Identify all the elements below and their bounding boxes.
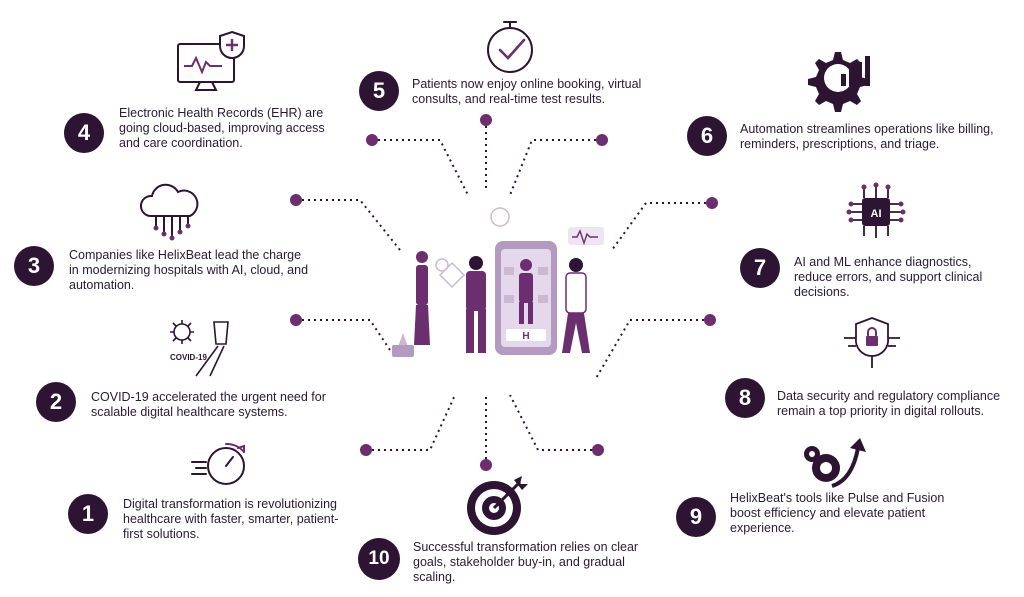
doctors-phone-illustration: H	[392, 207, 604, 357]
step-text-5: Patients now enjoy online booking, virtu…	[412, 77, 642, 106]
connector-dot	[290, 194, 302, 206]
step-badge-10: 10	[358, 538, 400, 580]
connector-dot	[360, 444, 372, 456]
phone-logo: H	[522, 331, 529, 342]
shield-lock-icon	[844, 317, 900, 368]
connector-dot	[480, 459, 492, 471]
gears-growth-icon	[804, 438, 866, 488]
ai-label: AI	[871, 208, 882, 220]
connector-dot	[592, 444, 604, 456]
step-badge-9: 9	[676, 497, 716, 537]
step-text-1: Digital transformation is revolutionizin…	[123, 497, 339, 541]
covid-label: COVID-19	[170, 353, 207, 362]
covid-test-icon: COVID-19	[170, 320, 229, 377]
step-text-2: COVID-19 accelerated the urgent need for…	[91, 390, 326, 419]
gear-chart-icon	[808, 52, 870, 112]
cloud-network-icon	[140, 183, 199, 241]
ai-chip-icon: AI	[846, 182, 906, 238]
step-badge-8: 8	[725, 378, 765, 418]
ehr-monitor-icon	[177, 30, 245, 91]
step-text-4: Electronic Health Records (EHR) are goin…	[119, 106, 325, 150]
connector-dot	[366, 134, 378, 146]
step-badge-3: 3	[14, 246, 54, 286]
step-text-8: Data security and regulatory compliance …	[777, 389, 1001, 418]
stopwatch-icon	[487, 21, 533, 73]
step-text-6: Automation streamlines operations like b…	[740, 122, 994, 151]
connector-dot	[704, 314, 716, 326]
step-badge-2: 2	[36, 382, 76, 422]
step-badge-5: 5	[359, 71, 399, 111]
connector-dot	[290, 314, 302, 326]
step-badge-6: 6	[687, 116, 727, 156]
connector-dot	[596, 134, 608, 146]
target-icon	[467, 476, 528, 535]
step-badge-1: 1	[68, 494, 108, 534]
connector-dot	[480, 114, 492, 126]
connector-dot	[706, 197, 718, 209]
step-text-3: Companies like HelixBeat lead the charge…	[69, 248, 309, 292]
step-text-7: AI and ML enhance diagnostics, reduce er…	[794, 255, 983, 299]
step-text-9: HelixBeat's tools like Pulse and Fusion …	[730, 491, 945, 535]
step-badge-4: 4	[64, 113, 104, 153]
step-text-10: Successful transformation relies on clea…	[413, 540, 639, 584]
step-badge-7: 7	[740, 248, 780, 288]
speedometer-icon	[191, 442, 245, 485]
